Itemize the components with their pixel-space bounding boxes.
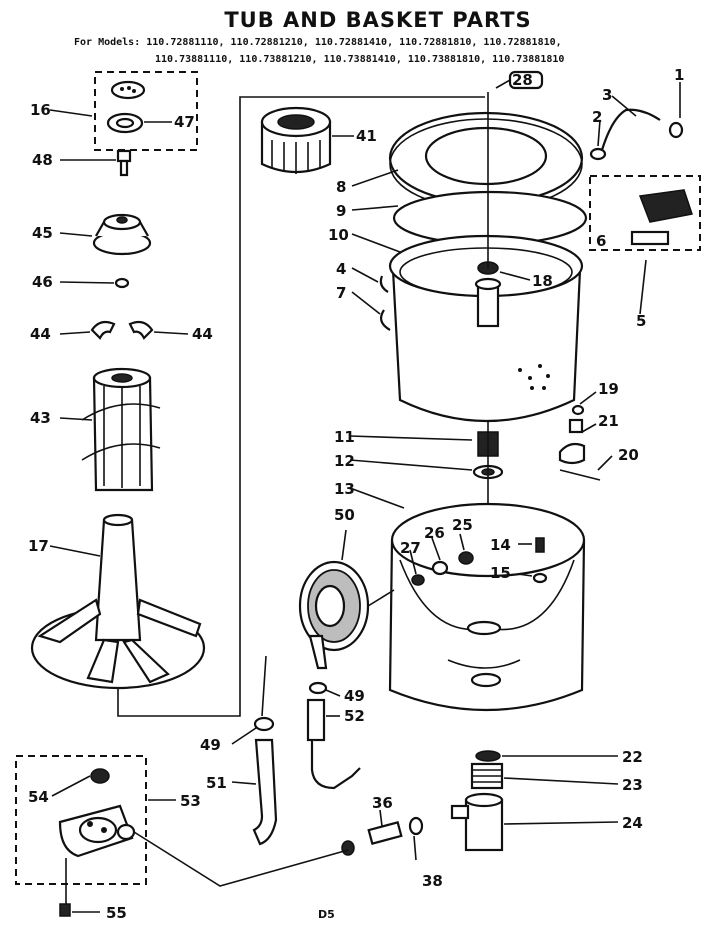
leader-lines [49, 79, 681, 913]
overflow-hose-part [589, 108, 684, 161]
callout-27: 27 [400, 539, 421, 557]
cap-part [110, 80, 146, 100]
auger-part [81, 367, 161, 492]
callout-28: 28 [512, 71, 533, 89]
callout-11: 11 [334, 428, 355, 446]
parts-group-box-53 [15, 755, 147, 885]
callout-45: 45 [32, 224, 53, 242]
callout-44-right: 44 [192, 325, 213, 343]
parts-group-box-16 [94, 71, 198, 151]
callout-8: 8 [336, 178, 346, 196]
callout-47: 47 [174, 113, 195, 131]
clamp-49-upper-part [308, 681, 328, 695]
models-line-2: 110.73881110, 110.73881210, 110.73881410… [155, 54, 564, 65]
callout-53: 53 [180, 792, 201, 810]
water-valve-part [58, 768, 136, 917]
callout-49-lower: 49 [200, 736, 221, 754]
footer-code: D5 [318, 908, 335, 921]
washer-19-part [571, 404, 585, 416]
callout-50: 50 [334, 506, 355, 524]
hose-51-part [252, 738, 278, 846]
callout-7: 7 [336, 284, 346, 302]
dog-parts [90, 320, 154, 340]
callout-46: 46 [32, 273, 53, 291]
tub-ring-part [388, 111, 584, 210]
clip-4-part [379, 275, 389, 293]
parts-group-box-5 [589, 175, 701, 251]
callout-44-left: 44 [30, 325, 51, 343]
valve-hose-line [133, 831, 349, 887]
drain-pump-part [298, 560, 395, 670]
callout-19: 19 [598, 380, 619, 398]
washer-part [114, 277, 130, 289]
callout-54: 54 [28, 788, 49, 806]
callout-26: 26 [424, 524, 445, 542]
diagram-title: TUB AND BASKET PARTS [224, 8, 531, 32]
snubber-part [630, 189, 693, 246]
callout-24: 24 [622, 814, 643, 832]
fitting-21-part [558, 418, 586, 465]
callout-18: 18 [532, 272, 553, 290]
callout-14: 14 [490, 536, 511, 554]
agitator-base-part [30, 513, 206, 690]
callout-4: 4 [336, 260, 346, 278]
callout-1: 1 [674, 66, 684, 84]
outer-tub-part [388, 502, 586, 712]
callout-43: 43 [30, 409, 51, 427]
callout-15: 15 [490, 564, 511, 582]
callout-55: 55 [106, 904, 127, 922]
callout-51: 51 [206, 774, 227, 792]
cam-part [92, 213, 152, 256]
callout-5: 5 [636, 312, 646, 330]
assembly-frame-line [117, 96, 485, 717]
models-line-1: For Models: 110.72881110, 110.72881210, … [74, 37, 562, 48]
seal-ring-part [106, 112, 144, 134]
callout-48: 48 [32, 151, 53, 169]
clamp-49-lower-part [253, 716, 275, 732]
pump-outlet-hose-part [310, 740, 361, 790]
callout-22: 22 [622, 748, 643, 766]
callout-6: 6 [596, 232, 606, 250]
callout-9: 9 [336, 202, 346, 220]
tub-outlet-part [450, 750, 504, 852]
callout-17: 17 [28, 537, 49, 555]
callout-25: 25 [452, 516, 473, 534]
callout-2: 2 [592, 108, 602, 126]
callout-38: 38 [422, 872, 443, 890]
clip-7-part [379, 309, 391, 331]
bolt-part [116, 149, 132, 177]
callout-49-upper: 49 [344, 687, 365, 705]
hose-connector-line [261, 655, 267, 717]
callout-41: 41 [356, 127, 377, 145]
callout-13: 13 [334, 480, 355, 498]
callout-36: 36 [372, 794, 393, 812]
callout-23: 23 [622, 776, 643, 794]
callout-3: 3 [602, 86, 612, 104]
callout-21: 21 [598, 412, 619, 430]
callout-12: 12 [334, 452, 355, 470]
fabric-softener-dispenser-part [260, 106, 332, 174]
callout-16: 16 [30, 101, 51, 119]
tube-20-part [559, 469, 601, 481]
callout-10: 10 [328, 226, 349, 244]
callout-20: 20 [618, 446, 639, 464]
hose-52-part [306, 698, 326, 742]
callout-52: 52 [344, 707, 365, 725]
